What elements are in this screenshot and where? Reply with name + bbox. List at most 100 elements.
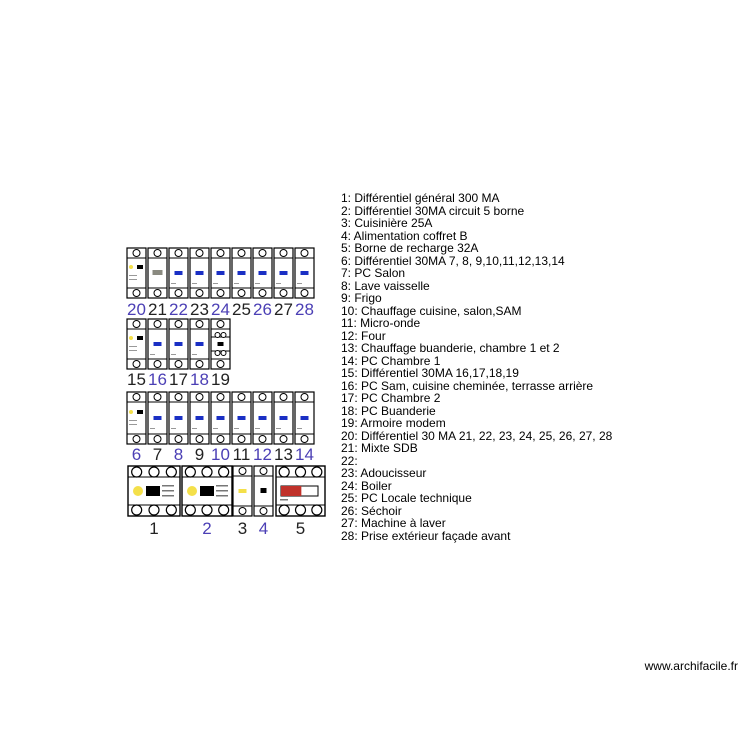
breaker-module xyxy=(126,247,147,299)
terminal-screw xyxy=(278,504,290,516)
legend-item-15: 15: Différentiel 30MA 16,17,18,19 xyxy=(341,366,519,380)
terminal-screw xyxy=(216,435,225,443)
terminal-screw xyxy=(131,466,143,478)
terminal-screw xyxy=(132,393,141,401)
breaker-toggle xyxy=(258,416,267,420)
circuit-number-label: 24 xyxy=(211,300,230,319)
terminal-screw xyxy=(132,320,141,328)
legend-item-9: 9: Frigo xyxy=(341,291,382,305)
terminal-screw xyxy=(237,393,246,401)
breaker-row-row1 xyxy=(126,247,315,299)
terminal-screw xyxy=(300,435,309,443)
breaker-row-row3 xyxy=(126,391,315,445)
breaker-toggle xyxy=(174,342,183,346)
terminal-screw xyxy=(258,435,267,443)
circuit-number-label: 11 xyxy=(233,445,251,464)
terminal-screw xyxy=(165,504,177,516)
terminal-screw xyxy=(214,332,221,338)
legend-item-4: 4: Alimentation coffret B xyxy=(341,228,468,243)
terminal-screw xyxy=(174,249,183,257)
breaker-toggle xyxy=(137,336,143,340)
website-credit: www.archifacile.fr xyxy=(644,659,738,673)
test-button xyxy=(187,486,197,496)
breaker-row-row2 xyxy=(126,318,231,370)
breaker-toggle xyxy=(300,271,309,275)
terminal-screw xyxy=(174,320,183,328)
terminal-screw xyxy=(174,435,183,443)
terminal-screw xyxy=(148,466,160,478)
legend-item-18: 18: PC Buanderie xyxy=(341,403,436,418)
circuit-number-label: 4 xyxy=(259,519,268,538)
breaker-toggle xyxy=(195,342,204,346)
circuit-number-label: 15 xyxy=(127,370,146,389)
breaker-toggle xyxy=(153,416,162,420)
test-button xyxy=(129,265,133,269)
legend-item-13: 13: Chauffage buanderie, chambre 1 et 2 xyxy=(341,341,560,355)
breaker-marking xyxy=(150,428,155,429)
breaker-marking xyxy=(213,428,218,429)
terminal-screw xyxy=(220,350,227,356)
breaker-toggle xyxy=(279,271,288,275)
breaker-marking xyxy=(255,428,260,429)
terminal-screw xyxy=(238,507,247,515)
terminal-screw xyxy=(153,360,162,368)
breaker-toggle xyxy=(174,271,183,275)
legend-item-8: 8: Lave vaisselle xyxy=(341,278,430,293)
legend-item-11: 11: Micro-onde xyxy=(341,316,421,330)
legend-item-27: 27: Machine à laver xyxy=(341,516,446,530)
breaker-toggle xyxy=(300,416,309,420)
legend-item-3: 3: Cuisinière 25A xyxy=(341,216,433,230)
breaker-toggle xyxy=(195,271,204,275)
breaker-marking xyxy=(171,428,176,429)
circuit-number-label: 14 xyxy=(295,445,314,464)
circuit-legend: 1: Différentiel général 300 MA 2: Différ… xyxy=(341,192,612,542)
breaker-toggle xyxy=(152,270,163,275)
legend-item-12: 12: Four xyxy=(341,328,386,343)
test-button xyxy=(129,336,133,340)
breaker-toggle xyxy=(137,265,143,269)
test-button xyxy=(133,486,143,496)
terminal-screw xyxy=(300,289,309,297)
breaker-marking xyxy=(129,424,137,425)
legend-item-16: 16: PC Sam, cuisine cheminée, terrasse a… xyxy=(341,378,594,393)
circuit-number-label: 20 xyxy=(127,300,146,319)
breaker-marking xyxy=(129,350,137,351)
terminal-screw xyxy=(216,320,225,328)
legend-item-19: 19: Armoire modem xyxy=(341,416,446,430)
breaker-toggle xyxy=(237,416,246,420)
legend-item-23: 23: Adoucisseur xyxy=(341,466,427,480)
terminal-screw xyxy=(216,393,225,401)
terminal-screw xyxy=(216,249,225,257)
breaker-marking xyxy=(297,428,302,429)
breaker-toggle xyxy=(174,416,183,420)
test-button xyxy=(129,410,133,414)
legend-item-20: 20: Différentiel 30 MA 21, 22, 23, 24, 2… xyxy=(341,428,613,443)
breaker-marking xyxy=(234,283,239,284)
terminal-screw xyxy=(132,435,141,443)
terminal-screw xyxy=(195,289,204,297)
terminal-screw xyxy=(195,360,204,368)
terminal-screw xyxy=(294,504,307,516)
terminal-screw xyxy=(216,289,225,297)
breaker-marking xyxy=(129,346,137,347)
legend-item-14: 14: PC Chambre 1 xyxy=(341,353,441,368)
terminal-screw xyxy=(278,466,290,478)
circuit-number-label: 25 xyxy=(232,300,251,319)
terminal-screw xyxy=(201,466,213,478)
circuit-number-label: 7 xyxy=(153,445,162,464)
breaker-marking xyxy=(162,485,174,487)
breaker-toggle xyxy=(260,488,267,493)
terminal-screw xyxy=(148,504,160,516)
breaker-marking xyxy=(297,283,302,284)
breaker-marking xyxy=(216,490,228,492)
circuit-number-label: 26 xyxy=(253,300,272,319)
terminal-screw xyxy=(220,332,227,338)
terminal-screw xyxy=(201,504,213,516)
breaker-marking xyxy=(129,279,137,280)
terminal-screw xyxy=(132,249,141,257)
terminal-screw xyxy=(279,249,288,257)
breaker-marking xyxy=(276,283,281,284)
circuit-number-label: 28 xyxy=(295,300,314,319)
terminal-screw xyxy=(195,320,204,328)
